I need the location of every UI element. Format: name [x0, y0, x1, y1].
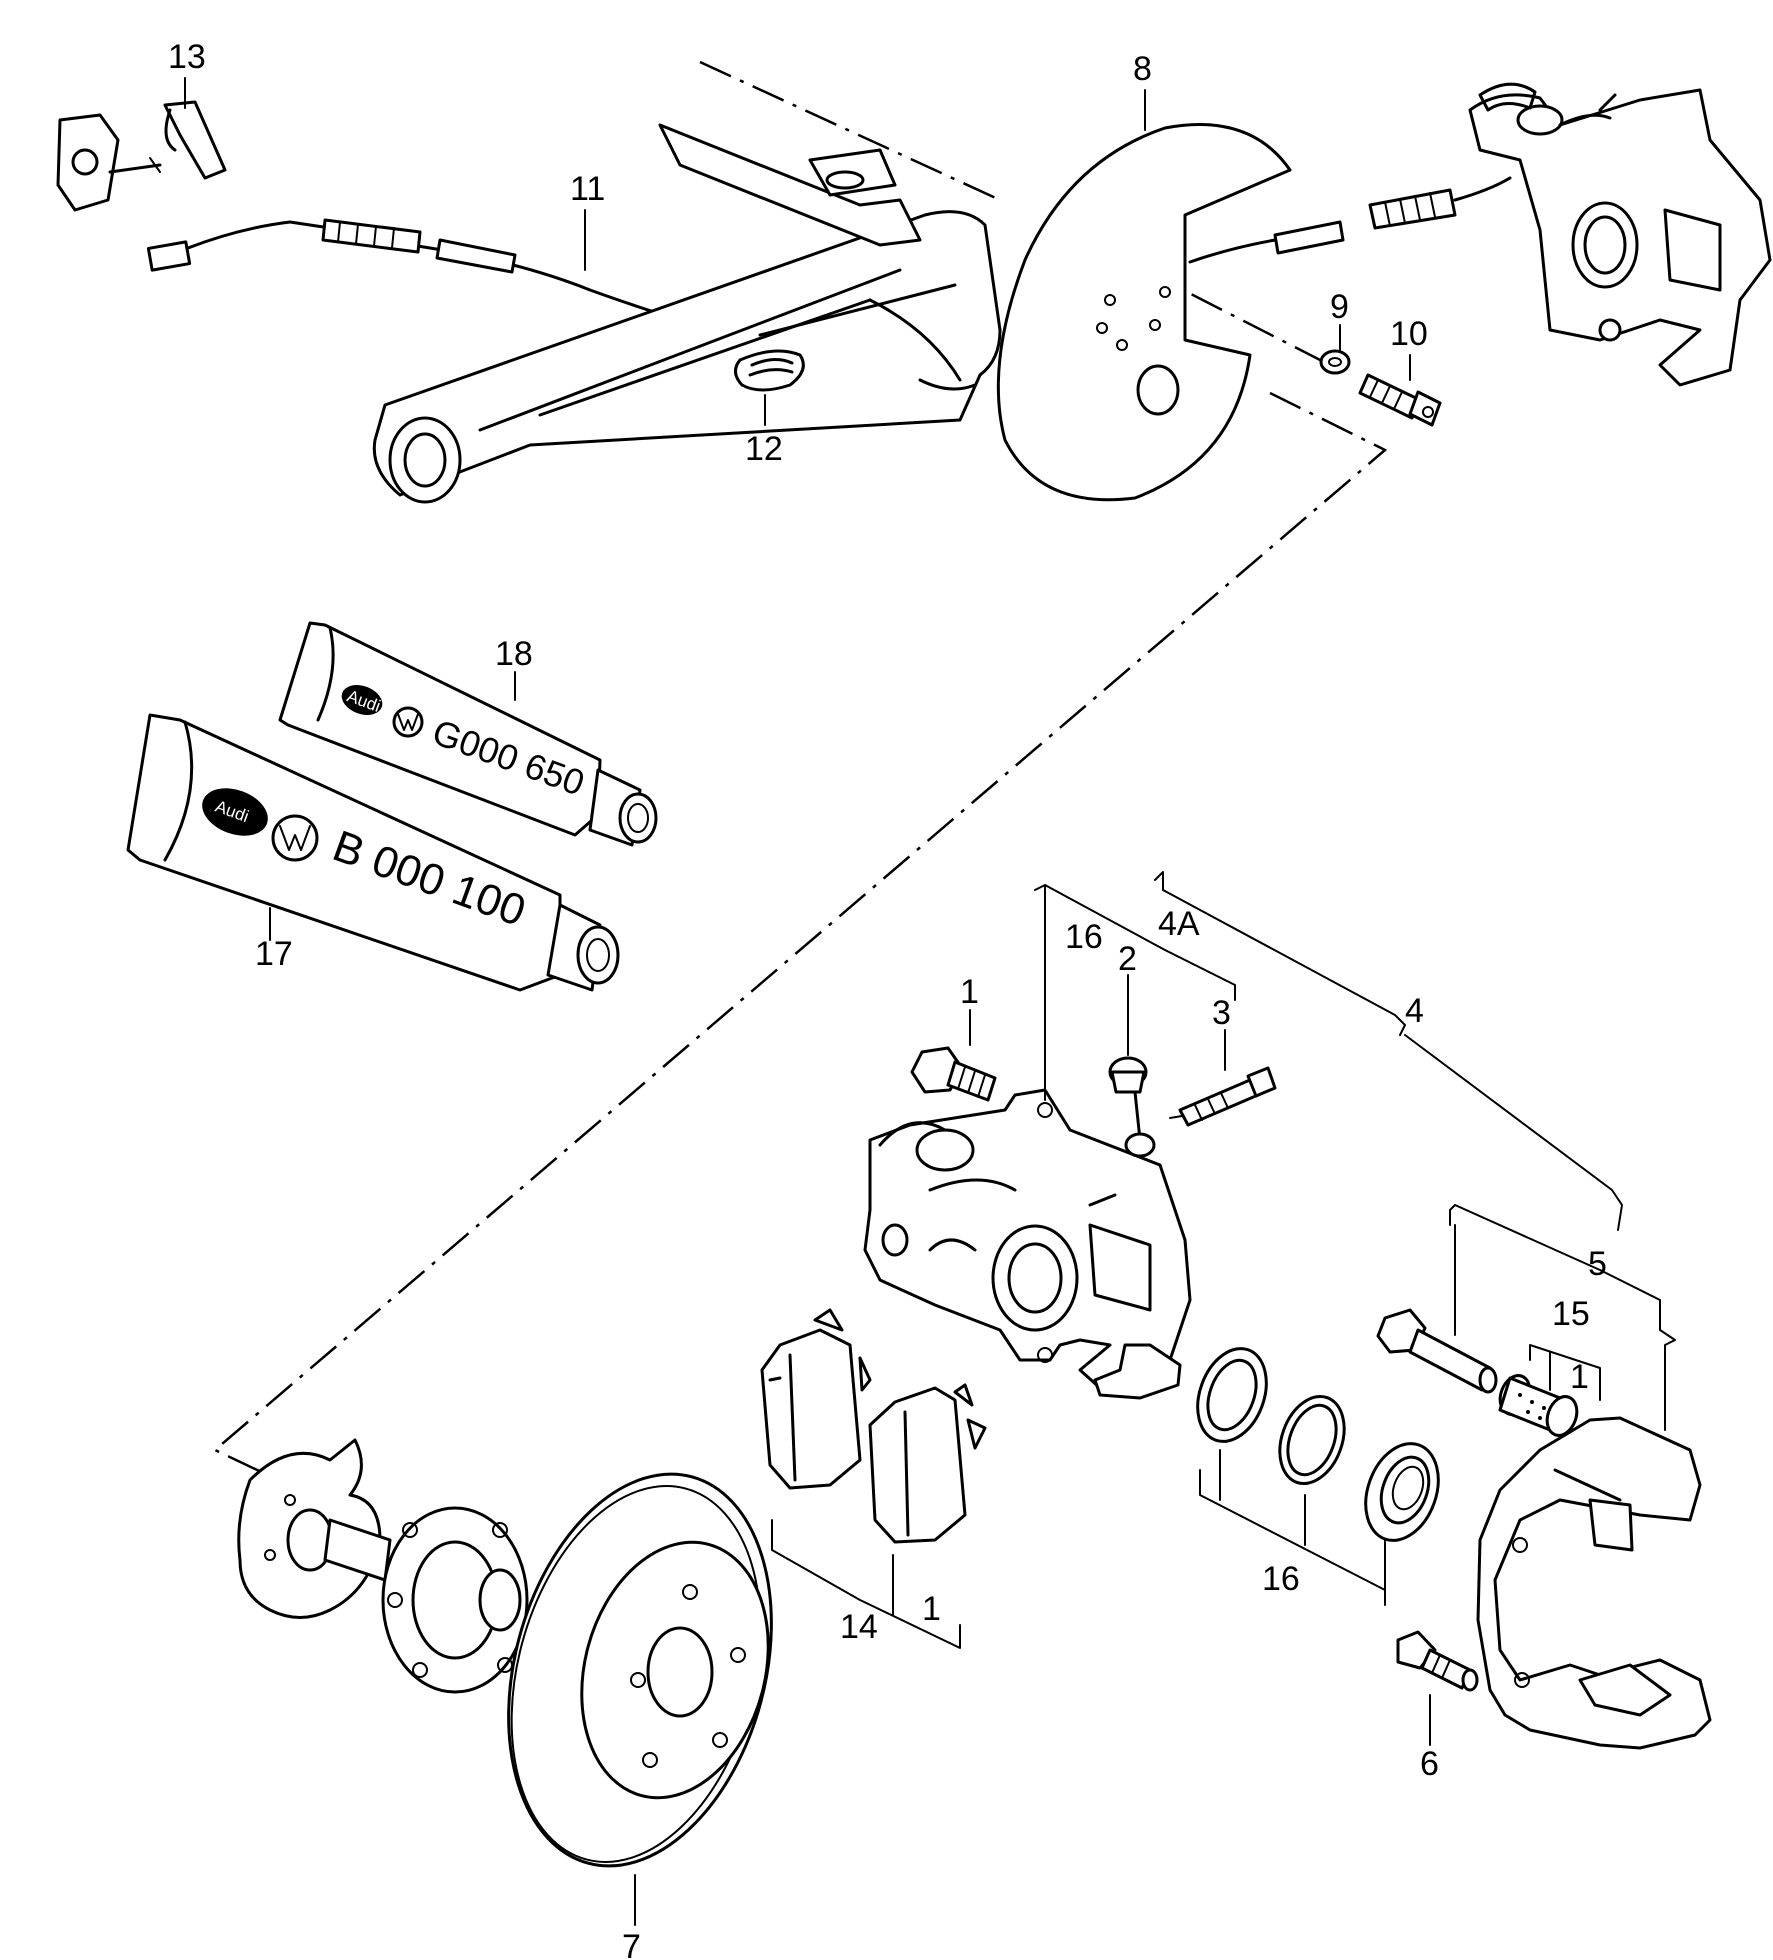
- part-12-grommet: [734, 349, 805, 392]
- callout-labels: 13 11 8 9 10 12 18 17 16 4A 2 1 3 4 5 15…: [168, 38, 1607, 1960]
- callout-1-pad: 1: [922, 1590, 941, 1628]
- part-15-guide-bushing: [1498, 1374, 1579, 1437]
- audi-logo-icon: [202, 788, 268, 836]
- rear-axle-beam: [372, 123, 1002, 504]
- part-13-cable-bracket: [56, 100, 227, 212]
- callout-13: 13: [168, 38, 206, 76]
- vw-logo-icon: [271, 814, 319, 862]
- callout-1-bolt: 1: [960, 973, 979, 1011]
- lower-brake-caliper: [863, 1088, 1192, 1400]
- part-16-seals-piston: [1196, 1347, 1440, 1542]
- wheel-hub: [237, 1438, 529, 1694]
- part-14-brake-pads: [760, 1308, 987, 1544]
- part-5-caliper-carrier: [1476, 1416, 1712, 1750]
- callout-7: 7: [622, 1928, 641, 1960]
- callout-11: 11: [570, 170, 605, 208]
- part-7-brake-disc: [507, 1472, 773, 1868]
- leader-lines: [184, 77, 1676, 1926]
- part-17-grease-tube: [126, 713, 620, 992]
- callout-1-bushing: 1: [1570, 1358, 1589, 1396]
- callout-10: 10: [1390, 315, 1428, 353]
- callout-8: 8: [1133, 50, 1152, 88]
- part-6-carrier-bolt: [1396, 1630, 1479, 1692]
- part-11-handbrake-cable: [146, 176, 1512, 322]
- callout-2: 2: [1118, 940, 1137, 978]
- callout-16-upper: 16: [1065, 918, 1103, 956]
- callout-4a: 4A: [1158, 905, 1200, 943]
- callout-9: 9: [1330, 288, 1349, 326]
- part-1-guide-bolt: [910, 1046, 997, 1102]
- callout-14: 14: [840, 1608, 878, 1646]
- callout-12: 12: [745, 430, 783, 468]
- callout-15: 15: [1552, 1295, 1590, 1333]
- part-8-splash-shield: [996, 123, 1292, 502]
- part-5-carrier-bolt: [1376, 1308, 1498, 1394]
- callout-3: 3: [1212, 994, 1231, 1032]
- audi-logo-icon: [341, 685, 383, 715]
- part-3-bleeder-screw: [1169, 1066, 1277, 1127]
- callout-5: 5: [1588, 1245, 1607, 1283]
- part-2-bleeder-cap: [1108, 1056, 1156, 1158]
- callout-17: 17: [255, 935, 293, 973]
- callout-4: 4: [1405, 992, 1424, 1030]
- callout-6: 6: [1420, 1745, 1439, 1783]
- part-18-grease-tube: [278, 621, 658, 847]
- part-10-bolt: [1358, 373, 1442, 427]
- upper-brake-caliper: [1468, 82, 1772, 387]
- part-9-washer: [1319, 349, 1351, 375]
- assembly-centerline: [212, 60, 1388, 1497]
- callout-16-lower: 16: [1262, 1560, 1300, 1598]
- callout-18: 18: [495, 635, 533, 673]
